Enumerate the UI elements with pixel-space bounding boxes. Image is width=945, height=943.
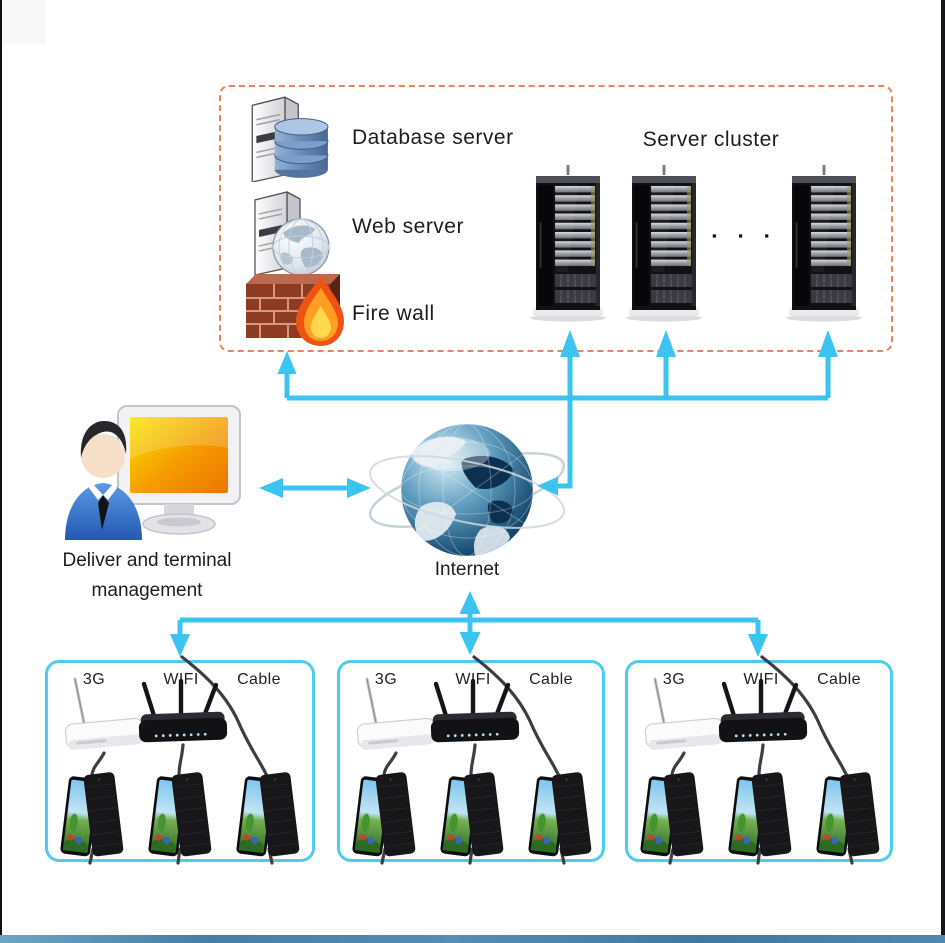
label-3g: 3G: [82, 671, 106, 688]
corner-fleck: [2, 0, 46, 44]
firewall-label: Fire wall: [352, 302, 435, 325]
server-zone-border: [219, 85, 893, 352]
label-3g: 3G: [374, 671, 398, 688]
smartphone-pair-icon: [727, 771, 793, 858]
access-group-2: 3G WIFI Cable: [337, 655, 605, 865]
smartphone-pair-icon: [639, 771, 705, 858]
right-edge-line: [941, 0, 945, 943]
smartphone-pair-icon: [235, 771, 301, 858]
label-cable: Cable: [817, 671, 861, 688]
label-cable: Cable: [529, 671, 573, 688]
internet-globe-icon: [368, 424, 566, 556]
server-rack-icon: [785, 164, 863, 322]
server-cluster-label: Server cluster: [642, 128, 780, 151]
management-label-line1: Deliver and terminal: [62, 550, 232, 571]
bottom-strip: [0, 935, 945, 943]
management-label: Deliver and terminal management: [27, 546, 267, 606]
server-rack-icon: [529, 164, 607, 322]
smartphone-pair-icon: [59, 771, 125, 858]
smartphone-pair-icon: [351, 771, 417, 858]
access-group-1: 3G WIFI Cable: [45, 655, 315, 865]
label-cable: Cable: [237, 671, 281, 688]
3g-modem-icon: [643, 677, 727, 753]
cluster-ellipsis: ▪ ▪ ▪: [711, 228, 779, 243]
wifi-router-icon: [138, 677, 230, 749]
wifi-router-icon: [430, 677, 522, 749]
database-server-icon: [240, 88, 332, 182]
label-3g: 3G: [662, 671, 686, 688]
access-group-3: 3G WIFI Cable: [625, 655, 893, 865]
internet-label: Internet: [434, 559, 500, 580]
smartphone-pair-icon: [439, 771, 505, 858]
smartphone-pair-icon: [527, 771, 593, 858]
wifi-router-icon: [718, 677, 810, 749]
admin-workstation-icon: [65, 405, 241, 540]
server-rack-icon: [625, 164, 703, 322]
3g-modem-icon: [355, 677, 439, 753]
firewall-icon: [245, 273, 345, 347]
database-server-label: Database server: [352, 126, 514, 149]
web-server-icon: [243, 182, 333, 276]
smartphone-pair-icon: [147, 771, 213, 858]
left-edge-line: [0, 0, 2, 943]
web-server-label: Web server: [352, 215, 464, 238]
management-label-line2: management: [91, 580, 203, 601]
smartphone-pair-icon: [815, 771, 881, 858]
3g-modem-icon: [63, 677, 147, 753]
